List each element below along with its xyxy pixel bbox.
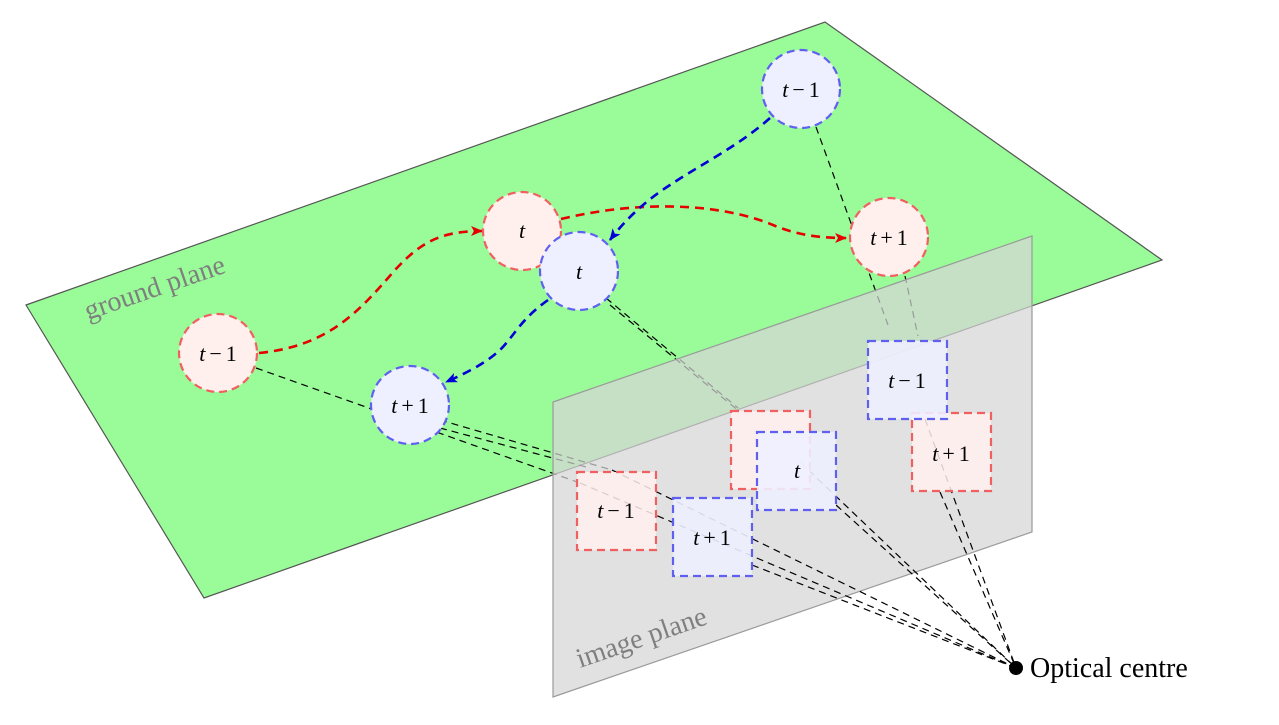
- blue-image-box-next: t+1: [671, 496, 754, 578]
- blue-ground-node-current: t: [538, 230, 620, 312]
- optical-centre-label: Optical centre: [1030, 653, 1188, 684]
- blue-track-segment-1: [608, 117, 771, 241]
- node-label: t: [794, 458, 801, 483]
- node-label: t: [519, 218, 526, 243]
- node-label: t+1: [391, 393, 429, 418]
- projection-line: [924, 418, 1017, 669]
- optical-centre-point: [1009, 661, 1023, 675]
- red-ground-node-next: t+1: [848, 196, 930, 278]
- node-label: t: [576, 259, 583, 284]
- projection-line: [939, 491, 1017, 669]
- node-label: t+1: [693, 525, 731, 550]
- node-label: t−1: [782, 77, 820, 102]
- projection-line: [439, 427, 591, 469]
- blue-image-box-current: t: [755, 430, 838, 512]
- node-label: t+1: [870, 225, 908, 250]
- red-track-segment-2: [560, 205, 847, 243]
- projection-line: [609, 304, 741, 413]
- projection-line: [605, 297, 739, 409]
- projection-line: [835, 504, 1017, 669]
- node-label: t−1: [597, 498, 635, 523]
- red-ground-node-prev: t−1: [177, 312, 259, 394]
- blue-ground-node-prev: t−1: [760, 48, 842, 130]
- blue-image-box-prev: t−1: [866, 339, 949, 421]
- node-label: t+1: [932, 441, 970, 466]
- red-track-segment-1: [258, 226, 483, 355]
- node-label: t−1: [888, 368, 926, 393]
- red-image-box-next: t+1: [910, 411, 993, 493]
- ground-plane: [25, 21, 1164, 599]
- red-image-box-prev: t−1: [575, 470, 658, 552]
- red-ground-node-current: t: [481, 190, 563, 272]
- node-label: t−1: [199, 341, 237, 366]
- blue-ground-node-next: t+1: [369, 364, 451, 446]
